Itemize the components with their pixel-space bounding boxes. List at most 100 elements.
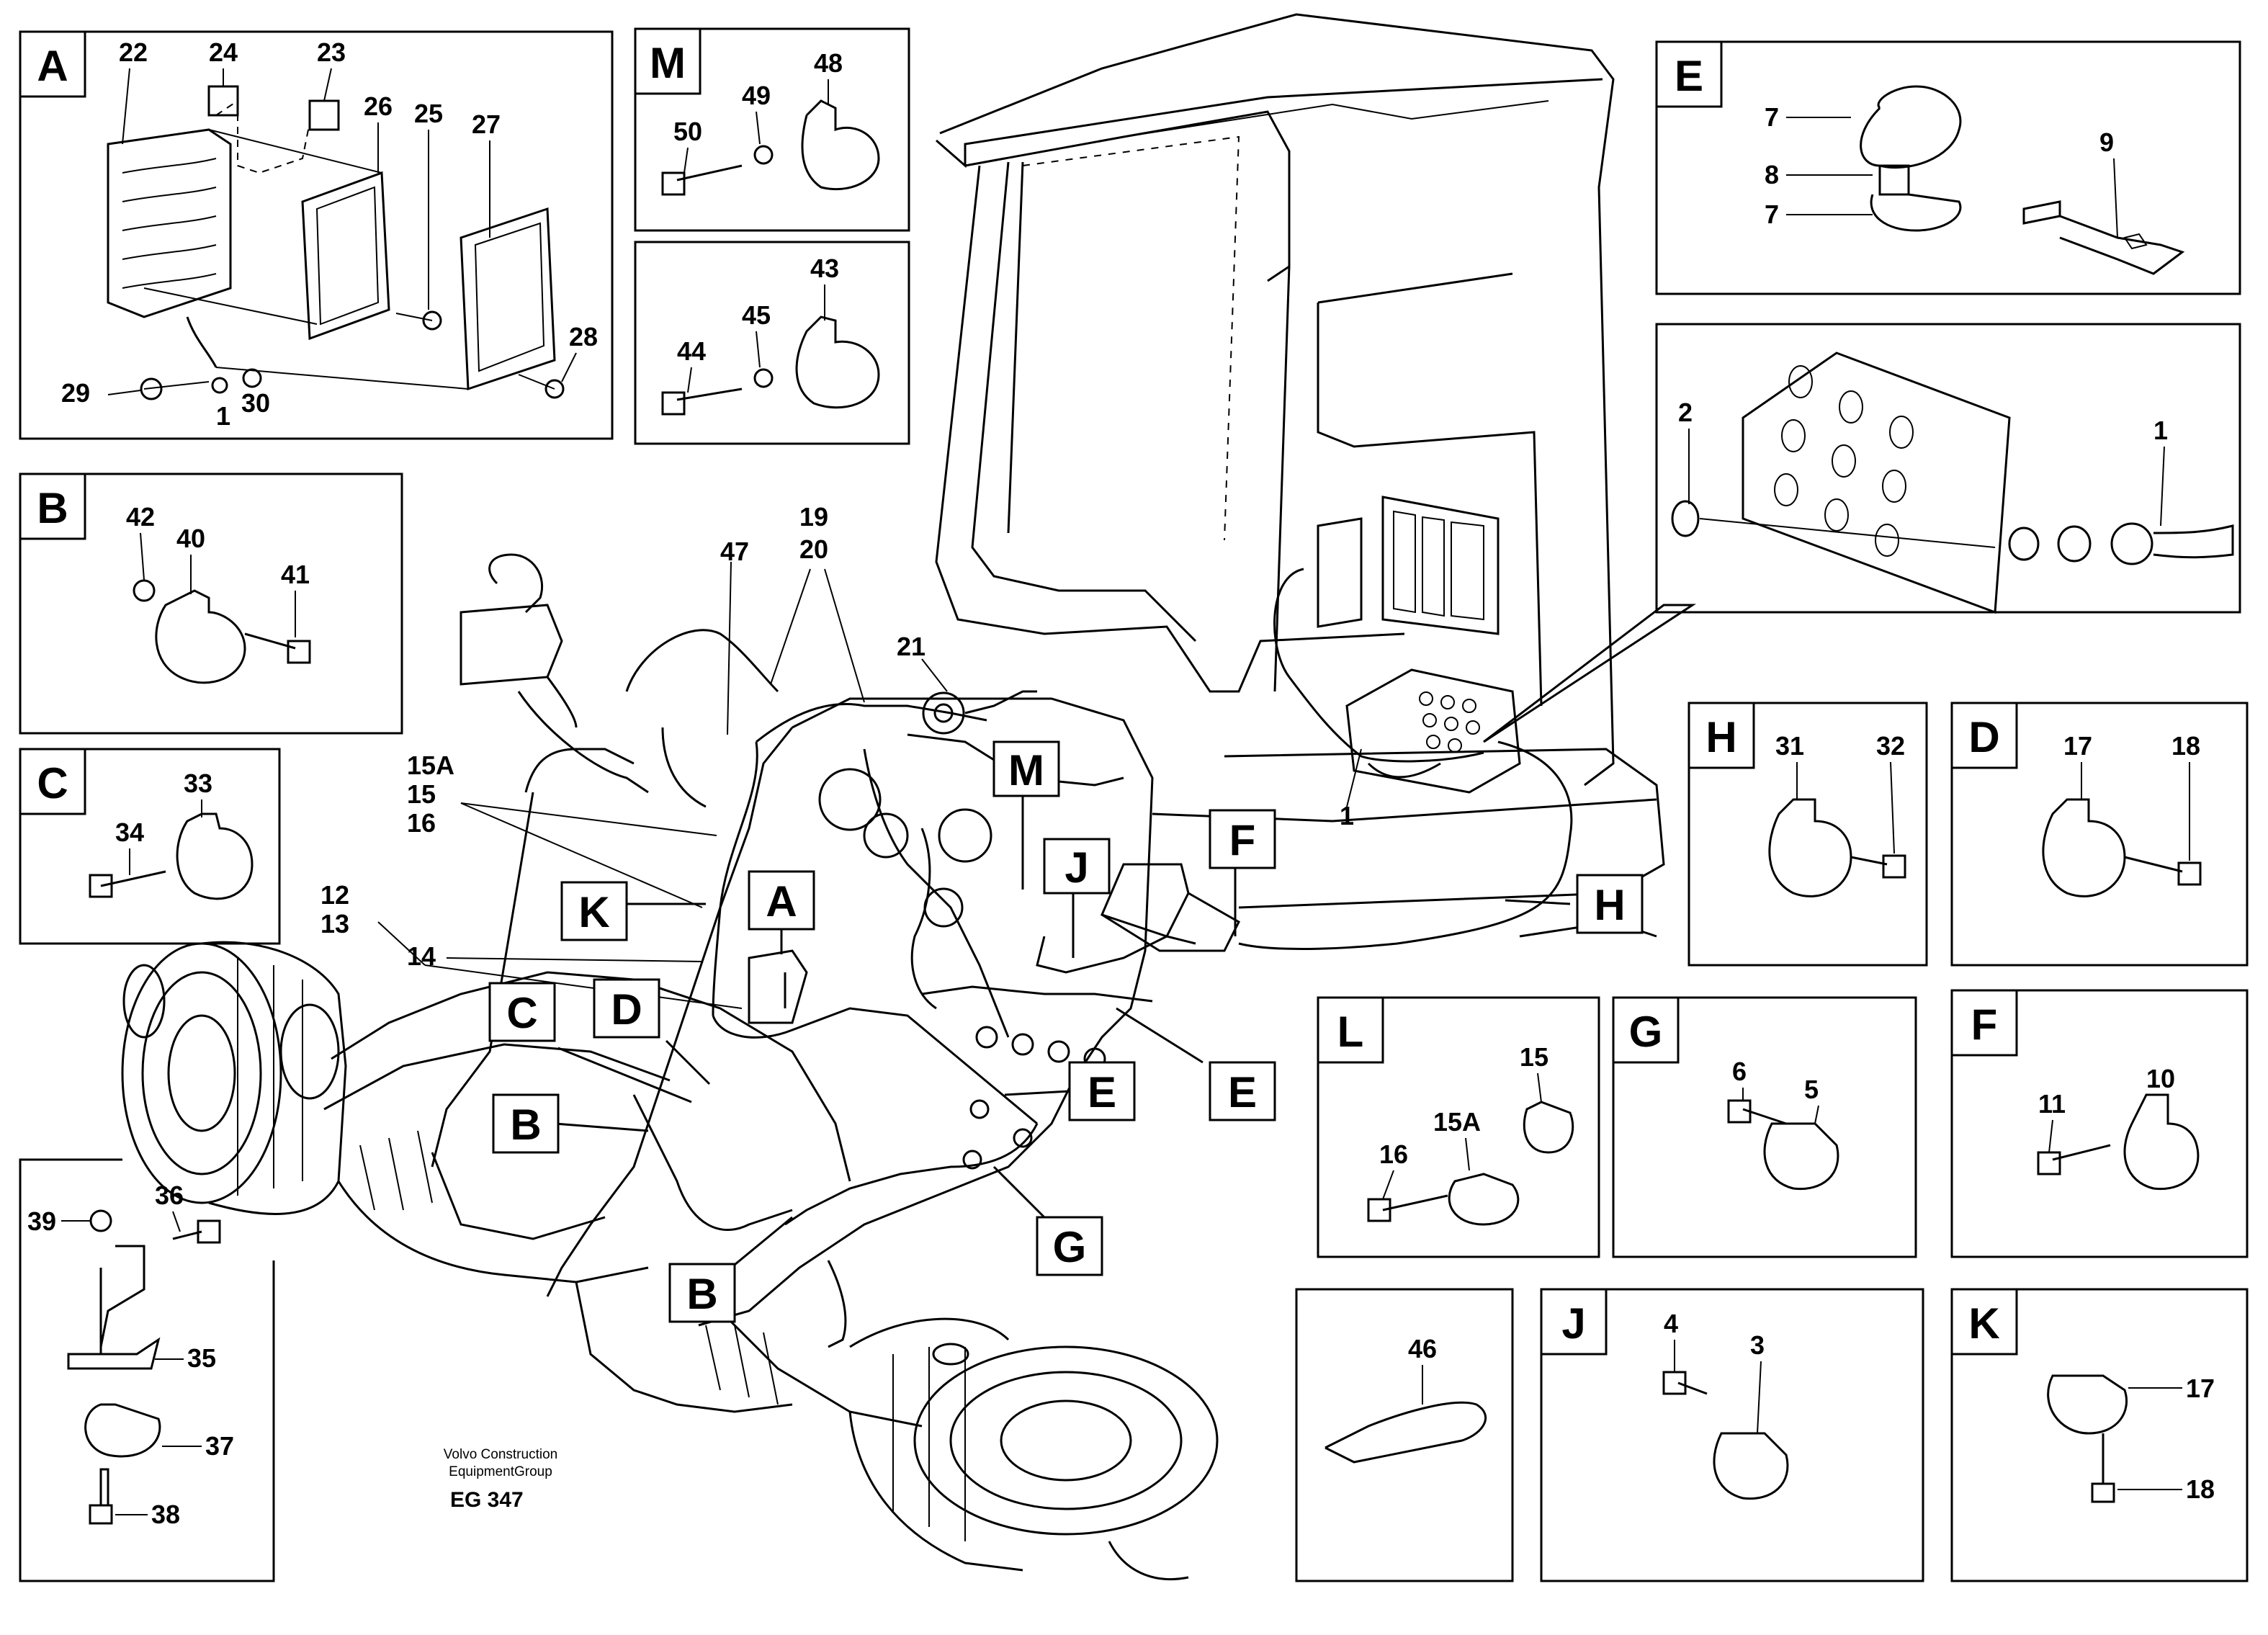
machine-label-14: 14: [407, 941, 436, 971]
svg-text:E: E: [1228, 1068, 1257, 1116]
callout-tag-H: G: [1036, 1216, 1103, 1276]
part-label: 10: [2146, 1064, 2175, 1093]
panel-J-tag: J: [1561, 1299, 1585, 1348]
part-label: 2: [1678, 398, 1693, 427]
part-label: 22: [119, 37, 148, 67]
panel-G: G 6 5: [1612, 996, 1917, 1258]
part-label: 41: [281, 560, 310, 589]
part-label: 8: [1765, 160, 1779, 189]
part-label: 7: [1765, 102, 1779, 132]
machine-label-19: 19: [799, 502, 828, 532]
part-label: 11: [2038, 1089, 2066, 1119]
machine-label-12: 12: [321, 880, 349, 910]
part-label: 42: [126, 502, 155, 532]
panel-C-tag: C: [37, 759, 68, 807]
svg-text:D: D: [611, 985, 642, 1034]
svg-text:B: B: [510, 1101, 541, 1149]
part-label: 15A: [1433, 1107, 1481, 1137]
footer-credit-line2: EquipmentGroup: [449, 1464, 552, 1479]
part-label: 38: [151, 1500, 180, 1529]
panel-D: D 17 18: [1950, 702, 2249, 967]
panel-K: K 17 18: [1950, 1288, 2249, 1582]
part-label: 30: [241, 388, 270, 418]
callout-tag-A: A: [748, 870, 815, 931]
panel-D-tag: D: [1968, 713, 1999, 761]
callout-tag-M: M: [992, 740, 1060, 797]
svg-text:H: H: [1594, 881, 1625, 929]
svg-text:A: A: [766, 877, 797, 926]
part-label: 6: [1732, 1057, 1747, 1086]
machine-label-20: 20: [799, 534, 828, 564]
footer-code: EG 347: [450, 1488, 524, 1512]
callout-tag-F: E: [1068, 1061, 1136, 1121]
callout-tag-B-upper: B: [492, 1093, 560, 1154]
panel-M: M 48 49 50: [634, 27, 910, 232]
svg-text:E: E: [1088, 1068, 1116, 1116]
part-label: 1: [2153, 416, 2168, 445]
part-label: 31: [1775, 731, 1804, 761]
part-label: 24: [209, 37, 238, 67]
part-label: 18: [2186, 1474, 2215, 1504]
panel-H: H 31 32: [1687, 702, 1928, 967]
svg-text:G: G: [1053, 1223, 1087, 1271]
part-label: 40: [176, 524, 205, 553]
part-label: 26: [364, 91, 393, 121]
panel-cable-tie: 46: [1295, 1288, 1514, 1582]
machine-label-13: 13: [321, 909, 349, 939]
part-label: 1: [216, 401, 230, 431]
part-label: 27: [472, 109, 501, 139]
svg-text:M: M: [1008, 746, 1044, 794]
panel-H-tag: H: [1706, 713, 1736, 761]
panel-F-tag: F: [1971, 1000, 1998, 1049]
part-label: 4: [1664, 1309, 1678, 1338]
svg-text:C: C: [506, 989, 537, 1037]
part-label: 48: [814, 48, 843, 78]
machine-label-15A: 15A: [407, 751, 454, 780]
part-label: 3: [1750, 1330, 1765, 1360]
panel-F: F 10 11: [1950, 989, 2249, 1258]
svg-text:J: J: [1064, 843, 1088, 892]
panel-K-tag: K: [1968, 1299, 1999, 1348]
callout-tag-E: EEE: [1209, 1061, 1276, 1121]
panel-G-tag: G: [1629, 1008, 1663, 1056]
panel-J: J 4 3: [1540, 1288, 1924, 1582]
part-label: 39: [27, 1206, 56, 1236]
part-label: 49: [742, 81, 771, 110]
part-label: 16: [1379, 1139, 1408, 1169]
machine-label-47: 47: [720, 537, 749, 566]
callout-tag-K: J: [1043, 838, 1111, 895]
machine-leader-lines: [377, 561, 1697, 1269]
footer-credit-line1: Volvo Construction: [444, 1447, 557, 1462]
panel-M-tag: M: [650, 39, 686, 87]
svg-text:F: F: [1229, 816, 1256, 864]
part-label: 18: [2171, 731, 2200, 761]
part-label: 45: [742, 300, 771, 330]
panel-E-tag: E: [1675, 52, 1703, 100]
part-label: 34: [115, 818, 144, 847]
part-label: 50: [673, 117, 702, 146]
panel-L-tag: L: [1337, 1008, 1364, 1056]
callout-tag-G: F: [1209, 809, 1276, 869]
panel-clip-43: 43 45 44: [634, 241, 910, 445]
callout-tag-B-lower: B: [668, 1263, 736, 1323]
part-label: 15: [1520, 1042, 1548, 1072]
callout-tags: K A M J F H C D B E EEE G B: [488, 740, 1644, 1323]
callout-tag-C: C: [488, 982, 556, 1042]
machine-label-15: 15: [407, 779, 436, 809]
part-label: 46: [1408, 1334, 1437, 1363]
part-label: 44: [677, 336, 706, 366]
machine-label-21: 21: [897, 632, 925, 661]
part-label: 33: [184, 769, 212, 798]
part-label: 37: [205, 1431, 234, 1461]
machine-label-16: 16: [407, 808, 436, 838]
part-label: 43: [810, 254, 839, 283]
part-label: 32: [1876, 731, 1905, 761]
part-label: 28: [569, 322, 598, 351]
part-label: 23: [317, 37, 346, 67]
panel-E: E 7 8 7 9: [1655, 40, 2241, 295]
callout-tag-L: K: [560, 881, 628, 941]
machine-number-labels: 47 19 20 21 15A 15 16 12 13 14 1: [321, 502, 1354, 971]
callout-tag-J: H: [1576, 874, 1644, 934]
part-label: 7: [1765, 200, 1779, 229]
